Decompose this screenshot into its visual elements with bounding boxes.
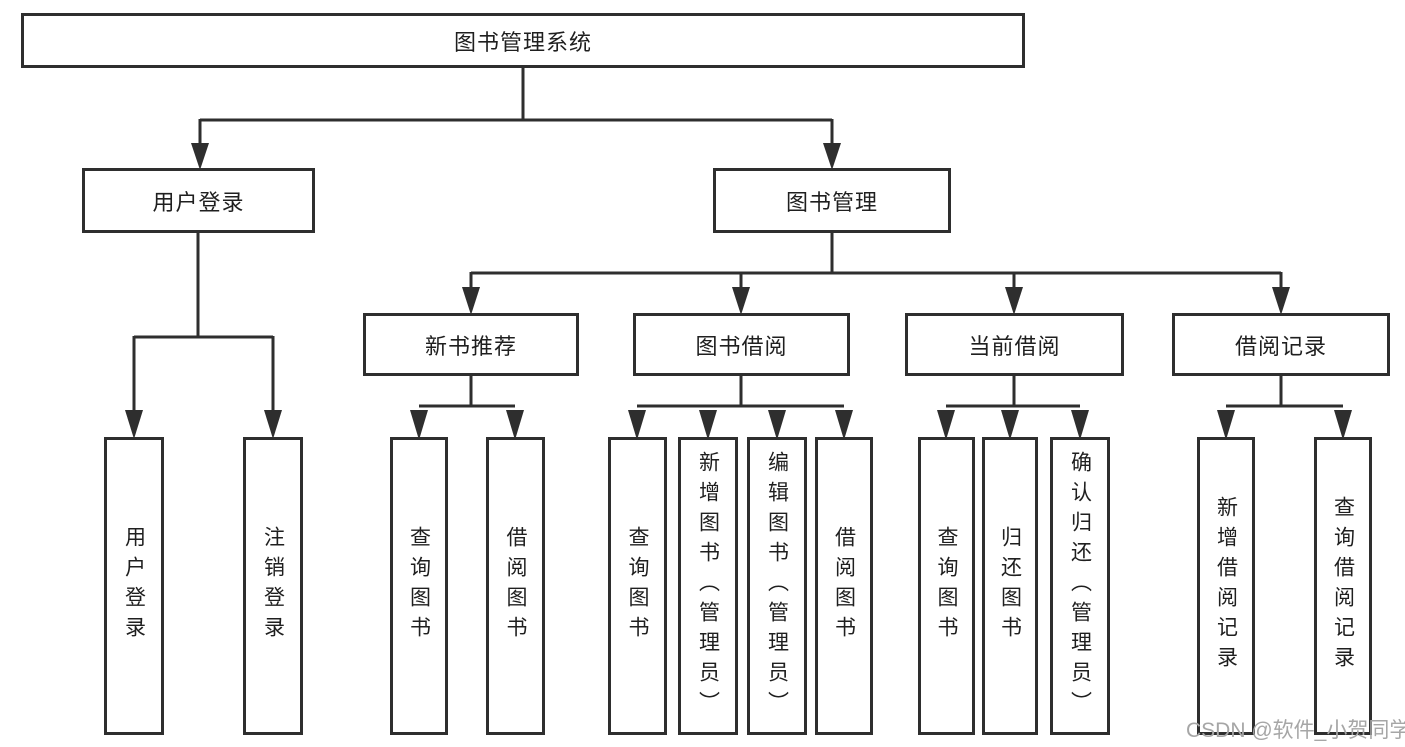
node-book-borrow: 图书借阅 [633,313,850,376]
node-leaf-confirm-return-admin: 确认归还（管理员） [1050,437,1110,735]
node-leaf-logout: 注销登录 [243,437,303,735]
watermark: CSDN @软件_小贺同学 [1186,719,1405,742]
node-book-management-label: 图书管理 [785,189,878,215]
node-book-management: 图书管理 [713,168,951,233]
node-leaf-query-books-2: 查询图书 [608,437,667,735]
node-user-login: 用户登录 [82,168,315,233]
node-user-login-label: 用户登录 [152,189,245,215]
node-leaf-query-books-1: 查询图书 [390,437,448,735]
node-leaf-edit-books-admin: 编辑图书（管理员） [747,437,807,735]
node-leaf-borrow-books-1: 借阅图书 [486,437,545,735]
node-leaf-query-books-3: 查询图书 [918,437,975,735]
node-new-book-recommend: 新书推荐 [363,313,579,376]
node-root-label: 图书管理系统 [453,29,592,55]
node-leaf-add-borrow-record: 新增借阅记录 [1197,437,1255,735]
node-borrow-records: 借阅记录 [1172,313,1390,376]
node-root: 图书管理系统 [21,13,1025,68]
node-leaf-query-borrow-record: 查询借阅记录 [1314,437,1372,735]
node-leaf-add-books-admin: 新增图书（管理员） [678,437,738,735]
node-new-book-recommend-label: 新书推荐 [424,333,517,359]
node-book-borrow-label: 图书借阅 [695,333,788,359]
node-leaf-borrow-books-2: 借阅图书 [815,437,873,735]
node-borrow-records-label: 借阅记录 [1234,333,1327,359]
node-leaf-return-books: 归还图书 [982,437,1038,735]
node-current-borrow: 当前借阅 [905,313,1124,376]
node-leaf-user-login: 用户登录 [104,437,164,735]
node-current-borrow-label: 当前借阅 [968,333,1061,359]
